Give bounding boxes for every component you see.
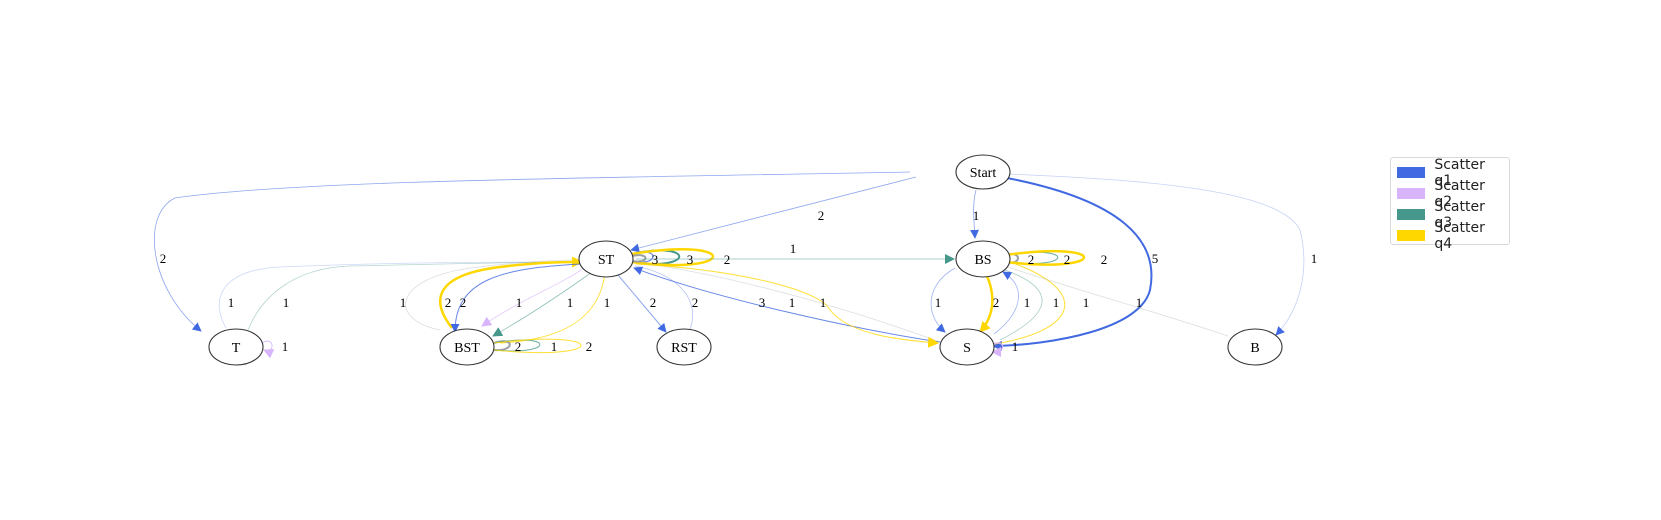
edge-label-bst-loop-q3: 2 <box>515 339 522 354</box>
node-bst[interactable]: BST <box>439 328 495 366</box>
edge-t-loop <box>261 340 275 359</box>
edge-label-s-st: 3 <box>759 295 766 310</box>
edge-s-st <box>633 266 941 343</box>
edge-bs-loop-q4 <box>1005 249 1086 266</box>
node-bst-label: BST <box>454 341 480 356</box>
edge-st-bst-c <box>492 271 593 337</box>
edge-label-rst-st: 2 <box>692 295 699 310</box>
edge-label-st-bst-q4: 1 <box>604 295 611 310</box>
legend-label-q1: Scatter q1 <box>1434 156 1485 189</box>
legend-swatch-q1 <box>1397 167 1426 178</box>
edge-label-st-rst: 2 <box>650 295 657 310</box>
edge-start-st <box>630 176 917 253</box>
edge-label-bst-st-a: 1 <box>400 295 407 310</box>
edge-rst-st <box>634 265 693 331</box>
edge-label-t-st-a: 1 <box>228 295 235 310</box>
edge-label-b-bs: 1 <box>1136 295 1143 310</box>
edge-label-start-st: 2 <box>818 208 825 223</box>
edges <box>154 171 1305 359</box>
edge-label-st-loop-q3: 3 <box>687 252 694 267</box>
edge-bst-st-a <box>405 259 579 331</box>
legend-item-q3: Scatter q3 <box>1397 199 1503 231</box>
edge-label-bst-loop-q4: 1 <box>551 339 558 354</box>
edge-label-st-bst-q1: 2 <box>460 295 467 310</box>
node-b-label: B <box>1250 341 1259 356</box>
edge-st-loop-gray <box>631 254 647 263</box>
node-rst[interactable]: RST <box>656 328 712 366</box>
edge-label-st-bs: 1 <box>790 241 797 256</box>
edge-bs-s-a <box>930 267 956 333</box>
edge-st-bst-q4 <box>499 271 606 344</box>
node-bs-label: BS <box>974 253 991 268</box>
edge-start-t <box>154 171 911 332</box>
node-bs[interactable]: BS <box>955 240 1011 278</box>
edge-start-bs <box>970 189 980 239</box>
edge-labels: 2 2 1 5 1 3 3 2 1 1 1 1 1 2 2 1 1 1 2 2 … <box>160 208 1318 354</box>
legend-label-q2: Scatter q2 <box>1434 177 1485 210</box>
edge-label-t-loop: 1 <box>282 339 289 354</box>
node-rst-label: RST <box>671 341 697 356</box>
edge-st-bst-b <box>481 267 585 327</box>
edge-label-bs-loop-q3: 2 <box>1064 252 1071 267</box>
edge-label-s-loop: 1 <box>1012 339 1019 354</box>
legend-item-q4: Scatter q4 <box>1397 220 1503 252</box>
node-start[interactable]: Start <box>955 154 1011 190</box>
node-s-label: S <box>963 341 971 356</box>
legend-item-q2: Scatter q2 <box>1397 178 1503 210</box>
node-st-label: ST <box>598 253 615 268</box>
node-t[interactable]: T <box>208 328 264 366</box>
node-s[interactable]: S <box>939 328 995 366</box>
node-t-label: T <box>232 341 241 356</box>
edge-s-bs-q4 <box>994 261 1066 345</box>
edge-t-st-b <box>247 261 579 331</box>
edge-st-loop-q4 <box>631 248 714 267</box>
nodes: Start ST BS T BST RST S B <box>208 154 1283 366</box>
edge-label-t-st-b: 1 <box>283 295 290 310</box>
edge-label-s-bs-q4: 1 <box>1083 295 1090 310</box>
legend-swatch-q3 <box>1397 209 1426 220</box>
edge-label-start-bs: 1 <box>973 208 980 223</box>
edge-label-st-bst-b: 1 <box>516 295 523 310</box>
edge-label-start-b: 1 <box>1311 251 1318 266</box>
edge-label-st-s-a: 1 <box>789 295 796 310</box>
edge-label-s-bs-a: 1 <box>1024 295 1031 310</box>
edge-label-bs-loop-gray: 2 <box>1028 252 1035 267</box>
legend-swatch-q4 <box>1397 230 1426 241</box>
edge-label-bst-loop-2: 2 <box>586 339 593 354</box>
edge-st-bst-q1 <box>450 263 583 333</box>
edge-label-bs-loop-q4: 2 <box>1101 252 1108 267</box>
legend-label-q3: Scatter q3 <box>1434 198 1485 231</box>
edge-bst-st-q4 <box>438 256 584 329</box>
edge-label-st-loop-q1: 3 <box>652 252 659 267</box>
edge-bs-s-q4 <box>979 275 994 333</box>
legend-label-q4: Scatter q4 <box>1434 219 1485 252</box>
legend-swatch-q2 <box>1397 188 1426 199</box>
edge-s-bs-a <box>993 271 1019 335</box>
legend: Scatter q1 Scatter q2 Scatter q3 Scatter… <box>1390 157 1510 252</box>
edge-label-bst-st-q4: 2 <box>445 295 452 310</box>
legend-item-q1: Scatter q1 <box>1397 157 1503 189</box>
edge-label-st-s-q4: 1 <box>820 295 827 310</box>
edge-st-rst <box>617 274 667 333</box>
edge-label-start-s: 5 <box>1152 251 1159 266</box>
edge-label-s-bs-b: 1 <box>1053 295 1060 310</box>
edge-s-bs-b <box>999 269 1043 341</box>
edge-label-st-bst-c: 1 <box>567 295 574 310</box>
edge-start-b <box>1007 173 1305 336</box>
edge-st-s-q4 <box>635 263 940 348</box>
edge-label-start-t: 2 <box>160 251 167 266</box>
edge-label-st-loop-q4: 2 <box>724 252 731 267</box>
node-start-label: Start <box>970 166 997 181</box>
edge-st-s-a <box>635 261 941 343</box>
node-b[interactable]: B <box>1227 328 1283 366</box>
edge-b-bs <box>1004 265 1229 337</box>
edge-label-bs-s-q4: 2 <box>993 295 1000 310</box>
node-st[interactable]: ST <box>578 240 634 278</box>
edge-start-s <box>992 177 1153 351</box>
edge-bst-loop-q4 <box>493 338 582 354</box>
edge-label-bs-s-a: 1 <box>935 295 942 310</box>
edge-t-st-a <box>218 261 581 329</box>
